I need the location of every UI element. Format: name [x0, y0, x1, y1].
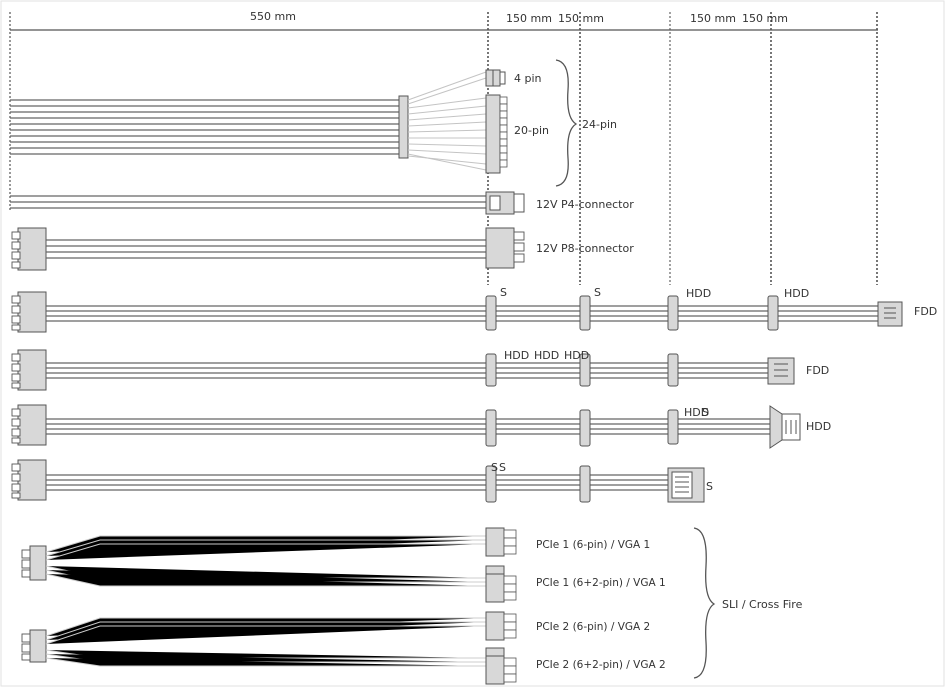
row4-label-s2: S — [499, 461, 506, 474]
row1-label-fdd: FDD — [914, 305, 937, 318]
pcie2-6pin-connector — [485, 611, 505, 641]
atx-20pin-connector — [485, 94, 501, 174]
row1-label-hdd2: HDD — [784, 287, 809, 300]
row4-source-plug — [17, 459, 47, 501]
pcie2-6plus2-connector — [485, 647, 505, 685]
atx-24pin-brace — [555, 59, 578, 187]
p8-cable — [11, 227, 525, 271]
atx-sleeve-clamp — [398, 95, 409, 159]
label-p8: 12V P8-connector — [536, 242, 634, 255]
pcie1-6pin-connector — [485, 527, 505, 557]
pcie-cable-2 — [21, 611, 517, 685]
row1-source-plug — [17, 291, 47, 333]
dim-label-seg-d: 150 mm — [742, 12, 788, 25]
row4-sata-1 — [485, 465, 497, 503]
dim-label-550: 550 mm — [250, 10, 296, 23]
peripheral-cable-4 — [11, 459, 705, 503]
row2-hdd-1 — [485, 353, 497, 387]
row3-hdd-1 — [667, 409, 679, 445]
row4-label-s1: S — [491, 461, 498, 474]
row2-label-hdd3: HDD — [564, 349, 589, 362]
row1-hdd-2 — [767, 295, 779, 331]
p4-cable — [10, 191, 525, 215]
atx-cable — [10, 59, 578, 187]
dim-label-seg-c: 150 mm — [690, 12, 736, 25]
row2-label-fdd: FDD — [806, 364, 829, 377]
row2-hdd-3 — [667, 353, 679, 387]
row2-fdd — [767, 357, 795, 385]
row4-sata-2 — [579, 465, 591, 503]
p8-source-plug — [17, 227, 47, 271]
pcie2-6plus2-label: PCIe 2 (6+2-pin) / VGA 2 — [536, 659, 666, 671]
label-p4: 12V P4-connector — [536, 198, 634, 211]
row4-label-s-end: S — [706, 480, 713, 493]
row3-sata-1 — [485, 409, 497, 447]
row2-label-hdd2: HDD — [534, 349, 559, 362]
pcie2-source-plug — [29, 629, 47, 663]
sli-brace — [693, 527, 716, 679]
p8-connector — [485, 227, 515, 269]
row2-source-plug — [17, 349, 47, 391]
pcie2-6pin-label: PCIe 2 (6-pin) / VGA 2 — [536, 621, 650, 633]
row3-label-hdd: HDD — [684, 406, 709, 419]
dimension-lines — [9, 12, 878, 285]
row1-sata-1 — [485, 295, 497, 331]
pcie1-6plus2-connector — [485, 565, 505, 603]
label-24pin: 24-pin — [582, 118, 617, 131]
pcie1-6plus2-label: PCIe 1 (6+2-pin) / VGA 1 — [536, 577, 666, 589]
label-20pin: 20-pin — [514, 124, 549, 137]
row1-label-s2: S — [594, 286, 601, 299]
row1-label-s1: S — [500, 286, 507, 299]
row3-source-plug — [17, 404, 47, 446]
row2-hdd-2 — [579, 353, 591, 387]
dim-label-seg-b: 150 mm — [558, 12, 604, 25]
pcie-cable-1 — [21, 527, 517, 603]
peripheral-cable-1 — [11, 291, 903, 333]
peripheral-cable-2 — [11, 349, 795, 391]
sli-crossfire-label: SLI / Cross Fire — [722, 598, 803, 611]
row1-label-hdd1: HDD — [686, 287, 711, 300]
row2-label-hdd1: HDD — [504, 349, 529, 362]
row1-hdd-1 — [667, 295, 679, 331]
row3-hdd-end-housing — [769, 405, 783, 449]
row3-sata-2 — [579, 409, 591, 447]
pcie1-source-plug — [29, 545, 47, 581]
row1-sata-2 — [579, 295, 591, 331]
row3-label-s: S — [702, 406, 709, 419]
row1-fdd — [877, 301, 903, 327]
pcie1-6pin-label: PCIe 1 (6-pin) / VGA 1 — [536, 539, 650, 551]
row3-label-hdd-end: HDD — [806, 420, 831, 433]
peripheral-cable-3 — [11, 404, 801, 449]
label-4pin: 4 pin — [514, 72, 542, 85]
dim-label-seg-a: 150 mm — [506, 12, 552, 25]
